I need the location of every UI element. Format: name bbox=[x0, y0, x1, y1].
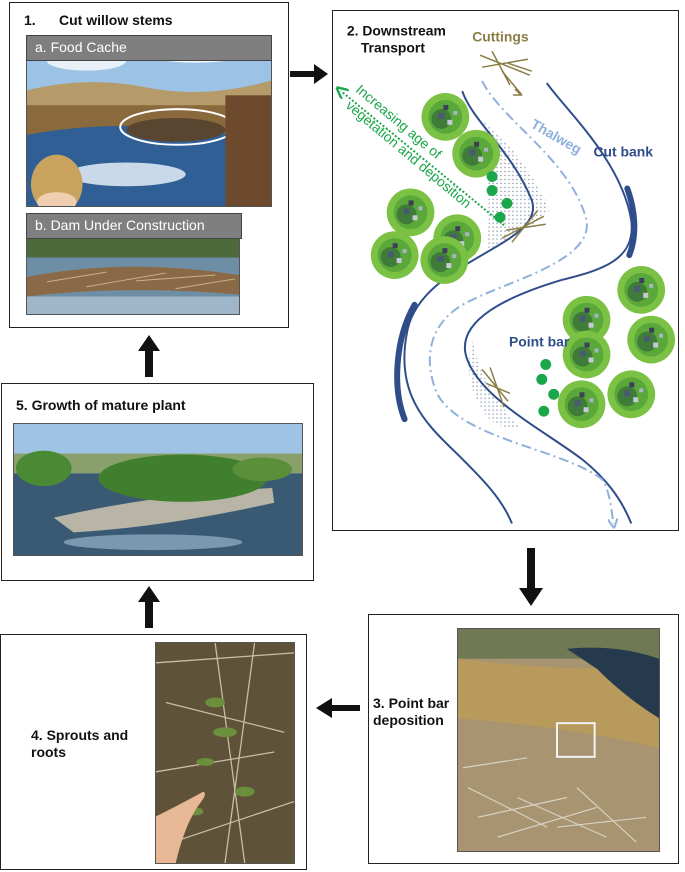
step1-title: 1. Cut willow stems bbox=[24, 12, 173, 28]
sprouts-photo bbox=[155, 642, 295, 864]
panel-downstream-transport: 2. Downstream Transport Cuttings Thalweg… bbox=[332, 10, 679, 531]
sprout-dots-upper bbox=[486, 171, 513, 223]
shrub-icon bbox=[617, 266, 666, 314]
panel-point-bar-deposition: 3. Point bar deposition bbox=[368, 614, 679, 864]
step2-title-line1: 2. Downstream bbox=[347, 22, 446, 38]
step5-title: 5. Growth of mature plant bbox=[16, 397, 186, 413]
food-cache-label: a. Food Cache bbox=[26, 35, 272, 61]
panel-growth-of-mature-plant: 5. Growth of mature plant bbox=[1, 383, 314, 581]
cuttings-bundle bbox=[479, 50, 533, 96]
shrub-icon bbox=[562, 330, 611, 379]
cuttings-label: Cuttings bbox=[472, 28, 529, 44]
shrub-icon bbox=[452, 129, 501, 178]
point-bar-photo bbox=[457, 628, 660, 852]
shrub-icon bbox=[370, 231, 419, 279]
panel-cut-willow-stems: 1. Cut willow stems a. Food Cache bbox=[9, 2, 289, 328]
left-bank bbox=[403, 90, 535, 524]
cut-bank-left bbox=[394, 301, 418, 423]
arrow-5-to-1-icon bbox=[138, 335, 160, 377]
cut-bank-label: Cut bank bbox=[593, 144, 653, 160]
arrow-4-to-5-icon bbox=[138, 586, 160, 628]
age-arrow bbox=[341, 91, 505, 227]
step2-title-line2: Transport bbox=[361, 39, 426, 55]
shrub-icon bbox=[607, 370, 656, 419]
meander-diagram: 2. Downstream Transport Cuttings Thalweg… bbox=[333, 22, 676, 530]
step3-title-line1: 3. Point bar bbox=[373, 695, 450, 711]
shrub-icon bbox=[627, 315, 676, 364]
shrub-icon bbox=[421, 93, 470, 141]
right-bank bbox=[464, 82, 633, 524]
mature-plant-photo bbox=[13, 423, 303, 556]
sprout-dots-lower bbox=[536, 358, 560, 417]
arrow-3-to-4-icon bbox=[316, 697, 360, 719]
cut-bank-right bbox=[624, 185, 638, 259]
shrub-icon bbox=[557, 380, 606, 429]
shrub-icon bbox=[420, 236, 469, 284]
arrow-2-to-3-icon bbox=[519, 548, 543, 606]
thalweg-line bbox=[428, 80, 614, 523]
point-bar-label: Point bar bbox=[509, 334, 570, 350]
step4-title-line2: roots bbox=[31, 744, 66, 760]
panel-sprouts-and-roots: 4. Sprouts and roots bbox=[0, 634, 307, 870]
dam-photo bbox=[26, 237, 240, 315]
thalweg-label: Thalweg bbox=[528, 116, 584, 158]
point-bar-lower bbox=[468, 339, 522, 430]
step3-title-line2: deposition bbox=[373, 712, 444, 728]
shrub-icon bbox=[386, 188, 435, 237]
cuttings-deposit-upper bbox=[501, 209, 546, 243]
dam-label: b. Dam Under Construction bbox=[26, 213, 242, 239]
arrow-1-to-2-icon bbox=[290, 63, 328, 85]
cuttings-deposit-lower bbox=[481, 367, 511, 408]
step4-title-line1: 4. Sprouts and bbox=[31, 727, 129, 743]
